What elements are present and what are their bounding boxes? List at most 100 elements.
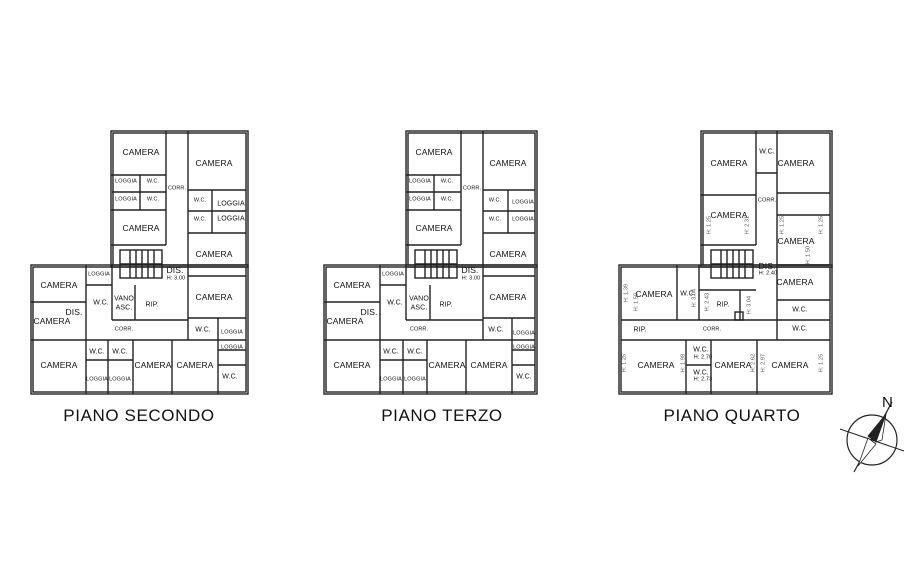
room-camera: CAMERA [415, 146, 453, 157]
room-loggia: LOGGIA [513, 330, 535, 337]
room-camera: CAMERA [333, 279, 371, 290]
room-camera: CAMERA [635, 288, 673, 299]
label-corridor: CORR. [462, 185, 482, 192]
room-camera: CAMERA [710, 157, 748, 168]
room-loggia: LOGGIA [221, 329, 243, 336]
label-vano: VANO [409, 295, 429, 303]
room-loggia: LOGGIA [115, 196, 137, 203]
room-loggia: LOGGIA [512, 216, 534, 223]
label-height: H: 1.25 [818, 215, 825, 235]
room-camera: CAMERA [637, 359, 675, 370]
room-camera: CAMERA [176, 359, 214, 370]
room-loggia: LOGGIA [512, 199, 534, 206]
room-wc: W.C. [440, 178, 454, 185]
room-camera: CAMERA [489, 248, 527, 259]
room-wc: W.C. [488, 197, 502, 204]
room-wc: W.C. [440, 196, 454, 203]
room-loggia: LOGGIA [409, 178, 431, 185]
title-piano-secondo: PIANO SECONDO [63, 406, 215, 425]
room-camera: CAMERA [415, 222, 453, 233]
room-camera: CAMERA [195, 157, 233, 168]
label-height: H: 2.97 [760, 353, 767, 373]
room-camera: CAMERA [326, 315, 364, 326]
label-height: H: 2.73 [693, 376, 713, 383]
label-height: H: 2.40 [758, 270, 778, 277]
room-loggia: LOGGIA [88, 271, 110, 278]
label-height: H: 1.50 [633, 292, 640, 312]
label-height: H: 2.70 [693, 354, 713, 361]
room-camera: CAMERA [195, 291, 233, 302]
room-camera: CAMERA [710, 209, 748, 220]
room-loggia: LOGGIA [115, 178, 137, 185]
room-wc: W.C. [407, 348, 423, 356]
label-height: H: 2.31 [744, 215, 751, 235]
label-corridor: CORR. [114, 326, 134, 333]
room-wc: W.C. [680, 290, 696, 298]
compass-north-label: N [882, 394, 893, 411]
label-corridor: CORR. [757, 197, 777, 204]
title-piano-quarto: PIANO QUARTO [663, 406, 801, 425]
room-wc: W.C. [792, 306, 808, 314]
label-disimpegno: DIS. [758, 260, 776, 271]
label-height: H: 2.43 [704, 292, 711, 312]
room-loggia: LOGGIA [86, 376, 108, 383]
room-camera: CAMERA [428, 359, 466, 370]
room-wc: W.C. [222, 373, 238, 381]
room-wc: W.C. [112, 348, 128, 356]
label-height: H: 2.62 [750, 353, 757, 373]
compass-north-arrow [839, 401, 905, 473]
label-height: H: 1.98 [680, 353, 687, 373]
room-wc: W.C. [488, 216, 502, 223]
room-loggia: LOGGIA [109, 376, 131, 383]
label-height: H: 1.25 [621, 353, 628, 373]
label-height: H: 1.25 [779, 215, 786, 235]
label-ascensore: ASC. [115, 304, 133, 312]
room-camera: CAMERA [40, 279, 78, 290]
label-disimpegno: DIS. [65, 306, 83, 317]
label-ascensore: ASC. [410, 304, 428, 312]
room-wc: W.C. [193, 216, 207, 223]
label-vano: VANO [114, 295, 134, 303]
room-wc: W.C. [693, 369, 709, 377]
room-camera: CAMERA [195, 248, 233, 259]
room-loggia: LOGGIA [221, 344, 243, 351]
room-wc: W.C. [488, 326, 504, 334]
room-wc: W.C. [89, 348, 105, 356]
room-camera: CAMERA [122, 146, 160, 157]
room-camera: CAMERA [489, 291, 527, 302]
room-camera: CAMERA [134, 359, 172, 370]
room-loggia: LOGGIA [217, 200, 245, 208]
label-disimpegno: DIS. [360, 306, 378, 317]
room-camera: CAMERA [333, 359, 371, 370]
room-wc: W.C. [759, 148, 775, 156]
room-wc: W.C. [792, 325, 808, 333]
title-piano-terzo: PIANO TERZO [381, 406, 503, 425]
room-ripostiglio: RIP. [439, 301, 453, 309]
room-camera: CAMERA [122, 222, 160, 233]
label-height: H: 1.50 [805, 245, 812, 265]
label-height: H: 3.00 [166, 275, 186, 282]
label-height: H: 3.04 [691, 288, 698, 308]
label-corridor: CORR. [702, 326, 722, 333]
room-camera: CAMERA [771, 359, 809, 370]
room-wc: W.C. [693, 346, 709, 354]
room-camera: CAMERA [470, 359, 508, 370]
room-loggia: LOGGIA [513, 344, 535, 351]
room-wc: W.C. [383, 348, 399, 356]
room-camera: CAMERA [33, 315, 71, 326]
room-loggia: LOGGIA [404, 376, 426, 383]
room-wc: W.C. [516, 373, 532, 381]
room-wc: W.C. [146, 196, 160, 203]
label-height: H: 1.25 [818, 353, 825, 373]
label-disimpegno: DIS. [461, 264, 479, 275]
label-height: H: 3.00 [461, 275, 481, 282]
room-wc: W.C. [193, 197, 207, 204]
label-height: H: 1.39 [623, 283, 630, 303]
room-camera: CAMERA [777, 157, 815, 168]
room-camera: CAMERA [40, 359, 78, 370]
room-camera: CAMERA [777, 235, 815, 246]
label-disimpegno: DIS. [166, 264, 184, 275]
